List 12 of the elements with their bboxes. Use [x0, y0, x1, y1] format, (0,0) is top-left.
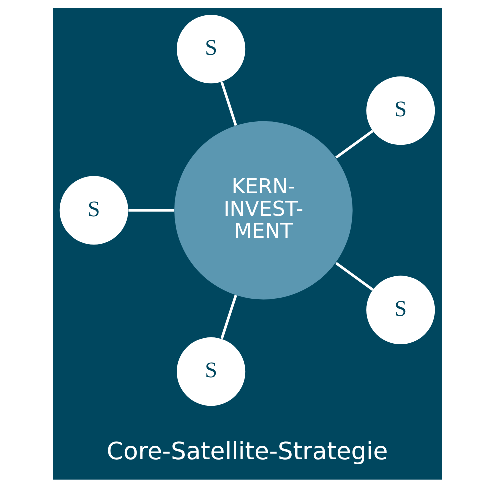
connector [128, 209, 174, 212]
node-circle: S [366, 76, 436, 146]
node-circle: S [60, 176, 128, 245]
connector [220, 295, 238, 340]
connector [336, 262, 374, 292]
connector [220, 82, 238, 126]
node-circle: S [177, 338, 246, 406]
node-circle: KERN- INVEST- MENT [174, 121, 353, 300]
connector [336, 130, 374, 159]
node-circle: S [177, 15, 246, 84]
node-circle: S [366, 276, 436, 344]
caption: Core-Satellite-Strategie [106, 438, 388, 466]
